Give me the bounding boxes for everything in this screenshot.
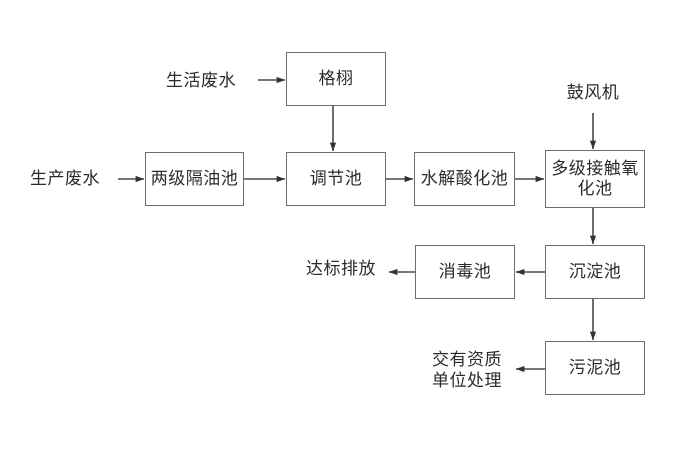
blower-label: 鼓风机	[566, 83, 620, 103]
qualified-unit-disposal-label: 交有资质 单位处理	[432, 349, 502, 390]
two-stage-oil-separation-box[interactable]: 两级隔油池	[145, 152, 244, 206]
sludge-tank-box[interactable]: 污泥池	[545, 341, 645, 395]
sedimentation-tank-box[interactable]: 沉淀池	[545, 245, 645, 299]
hydrolysis-acidification-box[interactable]: 水解酸化池	[414, 152, 515, 206]
domestic-wastewater-label: 生活废水	[166, 71, 236, 91]
regulating-tank-box[interactable]: 调节池	[286, 152, 386, 206]
compliant-discharge-label: 达标排放	[306, 259, 376, 279]
production-wastewater-label: 生产废水	[30, 169, 100, 189]
disinfection-tank-box[interactable]: 消毒池	[415, 245, 515, 299]
grille-box[interactable]: 格栩	[286, 52, 386, 106]
multistage-contact-oxidation-box[interactable]: 多级接触氧 化池	[545, 150, 645, 208]
